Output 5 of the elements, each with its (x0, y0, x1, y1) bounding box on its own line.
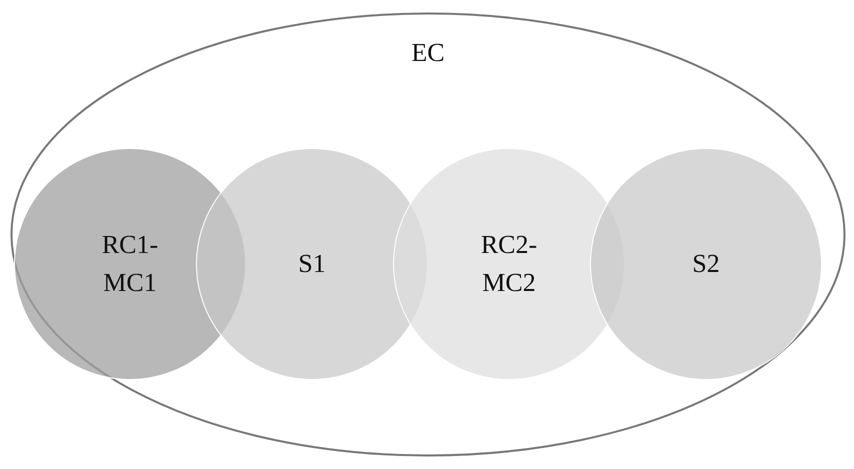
circle-label: RC2- MC2 (480, 229, 538, 299)
circle-label: RC1- MC1 (100, 229, 160, 299)
circle-label: S1 (298, 248, 326, 280)
ellipse-label: EC (410, 37, 446, 69)
circle-label: S2 (692, 248, 720, 280)
